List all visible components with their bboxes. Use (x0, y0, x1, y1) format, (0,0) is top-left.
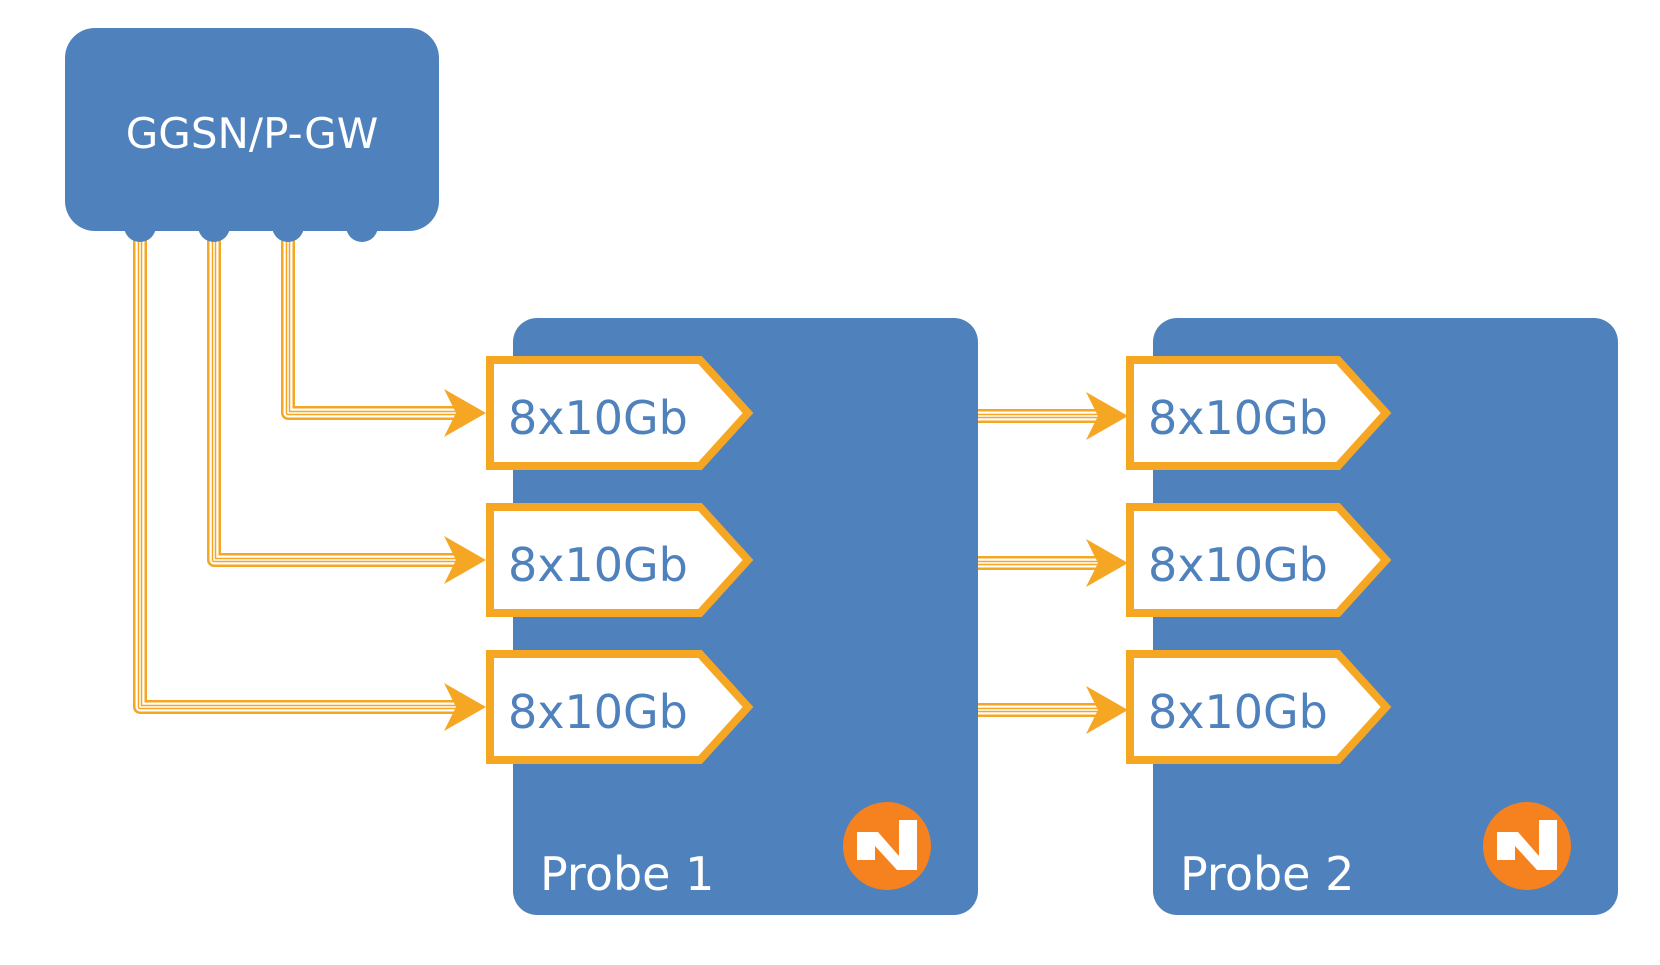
probe-1-port-2: 8x10Gb (486, 503, 754, 617)
probe-1-port-3: 8x10Gb (486, 650, 754, 764)
probe-ports: 8x10Gb 8x10Gb 8x10Gb 8x10Gb 8x10Gb 8x10G… (486, 356, 1392, 764)
arrow-icon (1086, 539, 1128, 587)
probe-2-port-1: 8x10Gb (1126, 356, 1392, 470)
arrow-icon (1086, 392, 1128, 440)
gateway-node: GGSN/P-GW (65, 28, 439, 242)
probe-2-port-2: 8x10Gb (1126, 503, 1392, 617)
arrow-icon (1086, 686, 1128, 734)
probe-2-port-3: 8x10Gb (1126, 650, 1392, 764)
port-label: 8x10Gb (1148, 685, 1328, 739)
probe-1-port-1: 8x10Gb (486, 356, 754, 470)
connection-links (133, 236, 1128, 734)
probe-1-label: Probe 1 (540, 847, 714, 901)
napatech-logo-icon (843, 802, 931, 890)
port-label: 8x10Gb (1148, 538, 1328, 592)
arrow-icon (444, 683, 486, 731)
port-label: 8x10Gb (508, 538, 688, 592)
arrow-icon (444, 389, 486, 437)
gateway-link-2 (207, 236, 470, 567)
port-label: 8x10Gb (508, 685, 688, 739)
port-label: 8x10Gb (508, 391, 688, 445)
gateway-label: GGSN/P-GW (126, 109, 379, 158)
probe-2-label: Probe 2 (1180, 847, 1354, 901)
gateway-box (65, 28, 439, 231)
arrow-icon (444, 536, 486, 584)
port-label: 8x10Gb (1148, 391, 1328, 445)
gateway-link-3 (133, 236, 470, 714)
napatech-logo-icon (1483, 802, 1571, 890)
gateway-link-1 (281, 236, 470, 420)
